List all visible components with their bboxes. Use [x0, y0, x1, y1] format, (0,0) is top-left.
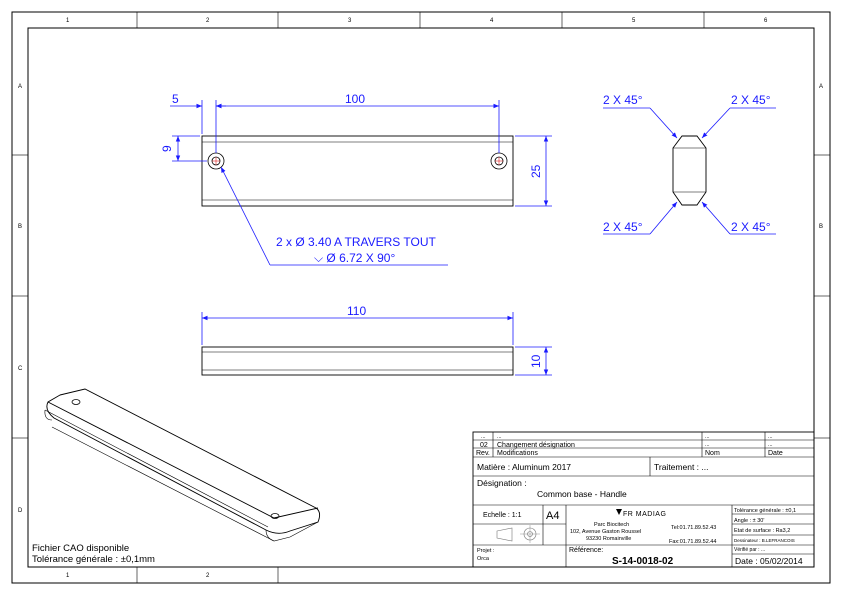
general-notes: Fichier CAO disponible Tolérance général…	[32, 543, 155, 565]
date-header: Date	[768, 450, 783, 457]
chamfer-label-bottom-left: 2 X 45°	[603, 220, 643, 234]
zone-col-6-top: 6	[764, 18, 768, 24]
dimension-length: 110	[201, 304, 514, 345]
left-countersunk-hole	[207, 152, 225, 170]
checked-by: Vérifié par : ...	[734, 547, 765, 553]
rev-2-desc: Changement désignation	[497, 442, 575, 449]
reference-value: S-14-0018-02	[612, 556, 674, 567]
rev-2-date: ...	[768, 442, 773, 448]
telephone: Tel:01.71.89.52.43	[671, 525, 716, 531]
zone-row-d-left: D	[18, 508, 23, 514]
border-zone-labels: 1 2 3 4 5 6 1 2 A B C D A B	[18, 18, 823, 579]
chamfer-callouts: 2 X 45° 2 X 45° 2 X 45° 2 X 45°	[603, 93, 776, 235]
dim-25-text: 25	[529, 164, 543, 178]
modifications-header: Modifications	[497, 450, 538, 457]
rev-2-name: ...	[705, 442, 710, 448]
tolerance-note: Tolérance générale : ±0,1mm	[32, 554, 155, 565]
dim-100-text: 100	[345, 92, 365, 106]
zone-row-b-left: B	[18, 224, 22, 230]
dimension-hole-spacing: 100	[216, 92, 500, 153]
dim-5-text: 5	[172, 92, 179, 106]
treatment: Traitement : ...	[654, 462, 708, 472]
zone-col-5-top: 5	[632, 18, 636, 24]
end-view: 2 X 45° 2 X 45° 2 X 45° 2 X 45°	[603, 93, 776, 235]
zone-col-3-top: 3	[348, 18, 352, 24]
name-header: Nom	[705, 450, 720, 457]
dimension-height: 25	[515, 135, 552, 207]
angle-tolerance: Angle : ± 30'	[734, 518, 764, 524]
isometric-view	[44, 388, 321, 542]
project-label: Projet :	[477, 548, 495, 554]
zone-row-a-left: A	[18, 84, 22, 90]
hole-note-line-2: ⌵ Ø 6.72 X 90°	[314, 251, 395, 265]
dim-9-text: 9	[160, 145, 174, 152]
cad-note: Fichier CAO disponible	[32, 543, 129, 554]
zone-col-1-top: 1	[66, 18, 70, 24]
address-line-1: Parc Biocitech	[594, 522, 629, 528]
sheet-border	[11, 11, 831, 584]
fax: Fax:01.71.89.52.44	[669, 539, 716, 545]
dim-10-text: 10	[529, 354, 543, 368]
project-value: Orca	[477, 556, 490, 562]
rev-1-name: ...	[705, 434, 710, 440]
dimension-thickness: 10	[515, 346, 552, 376]
zone-row-b-right: B	[819, 224, 823, 230]
hole-callout: 2 x Ø 3.40 A TRAVERS TOUT ⌵ Ø 6.72 X 90°	[220, 166, 448, 266]
address-line-3: 93230 Romainville	[586, 536, 631, 542]
zone-col-1-bottom: 1	[66, 573, 70, 579]
zone-row-c-left: C	[18, 366, 23, 372]
drafter: Dessinateur : B.LEFRANCOIS	[734, 538, 795, 543]
zone-col-2-top: 2	[206, 18, 210, 24]
dimension-edge-offset: 5	[170, 92, 226, 153]
address-line-2: 102, Avenue Gaston Roussel	[570, 529, 641, 535]
hole-note-line-1: 2 x Ø 3.40 A TRAVERS TOUT	[276, 235, 437, 249]
company-name: FR MADIAG	[623, 511, 666, 518]
rev-header: Rev.	[476, 450, 490, 457]
scale: Echelle : 1:1	[483, 512, 522, 519]
right-countersunk-hole	[490, 152, 508, 170]
rev-1-desc: ...	[497, 434, 502, 440]
chamfer-label-top-left: 2 X 45°	[603, 93, 643, 107]
zone-row-a-right: A	[819, 84, 823, 90]
surface-finish: Etat de surface : Ra3,2	[734, 528, 790, 534]
dim-110-text: 110	[347, 304, 366, 318]
designation-value: Common base - Handle	[537, 489, 627, 499]
rev-1-number: ...	[481, 434, 486, 440]
zone-col-2-bottom: 2	[206, 573, 210, 579]
sheet-format: A4	[546, 510, 559, 522]
company-logo-icon	[616, 509, 622, 515]
title-block: ... ... ... ... 02 Changement désignatio…	[472, 431, 815, 568]
chamfer-label-top-right: 2 X 45°	[731, 93, 771, 107]
material: Matière : Aluminum 2017	[477, 462, 571, 472]
chamfer-label-bottom-right: 2 X 45°	[731, 220, 771, 234]
rev-1-date: ...	[768, 434, 773, 440]
designation-label: Désignation :	[477, 478, 527, 488]
side-view: 110 10	[201, 304, 552, 376]
top-view: 5 100 9 25 2 x Ø 3.40 A TRAVERS TOUT ⌵ Ø	[160, 92, 552, 266]
general-tolerance: Tolérance générale : ±0,1	[734, 508, 796, 514]
rev-2-number: 02	[480, 442, 488, 449]
dimension-hole-height: 9	[160, 135, 207, 162]
reference-label: Référence:	[569, 547, 603, 554]
zone-col-4-top: 4	[490, 18, 494, 24]
projection-symbol-icon	[496, 525, 540, 543]
drawing-date: Date : 05/02/2014	[735, 556, 803, 566]
